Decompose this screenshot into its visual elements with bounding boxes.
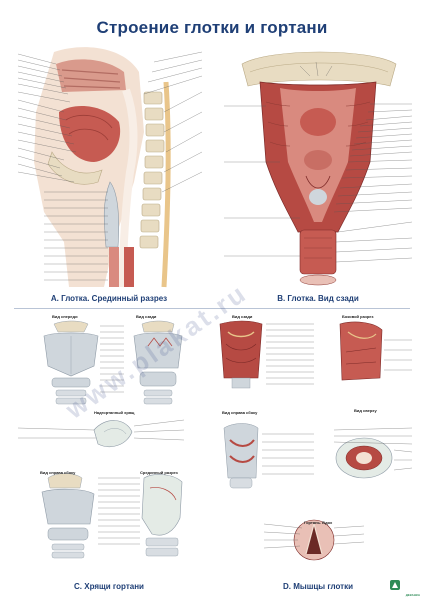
cartilage-lateral-view (41, 473, 95, 559)
section-c-caption: С. Хрящи гортани (74, 582, 144, 591)
publisher-logo (390, 580, 400, 590)
section-divider (14, 308, 410, 309)
cartilage-front-view (43, 320, 99, 405)
pharyngeal-muscles-illustration (219, 320, 413, 561)
d-back-caption: Вид сзади (232, 314, 253, 319)
glottis-inhale (293, 519, 335, 561)
larynx-cartilages-illustration (17, 320, 185, 559)
d-front-caption: Гортань. Вдох (304, 520, 333, 525)
publisher-logo-text: ДЕКАНКА (405, 593, 420, 597)
d-right-caption: Вид справа сбоку (222, 410, 258, 415)
muscles-back-view (219, 320, 263, 389)
c-mid-caption: Срединный разрез (140, 470, 178, 475)
section-d-caption: D. Мышцы глотки (283, 582, 353, 591)
d-side-caption: Боковой разрез (342, 314, 374, 319)
vertebrae (139, 91, 165, 249)
section-b-caption: В. Глотка. Вид сзади (277, 294, 359, 303)
cartilage-back-view (133, 320, 183, 405)
muscles-side-section (339, 321, 383, 381)
pharynx-sagittal-illustration (17, 47, 203, 288)
muscles-top-view (335, 437, 393, 479)
poster-title: Строение глотки и гортани (96, 18, 328, 37)
muscles-lateral-view (223, 423, 259, 489)
pharynx-posterior-illustration (224, 51, 413, 286)
cartilage-median-section (141, 474, 183, 557)
section-a-caption: А. Глотка. Срединный разрез (50, 294, 168, 303)
c-epi-caption: Надгортанный хрящ (94, 410, 135, 415)
epiglottis-figure (93, 420, 133, 447)
c-left-caption: Вид справа сбоку (40, 470, 76, 475)
d-top-caption: Вид сверху (354, 408, 377, 413)
c-front-caption: Вид спереди (52, 314, 78, 319)
c-back-caption: Вид сзади (136, 314, 157, 319)
